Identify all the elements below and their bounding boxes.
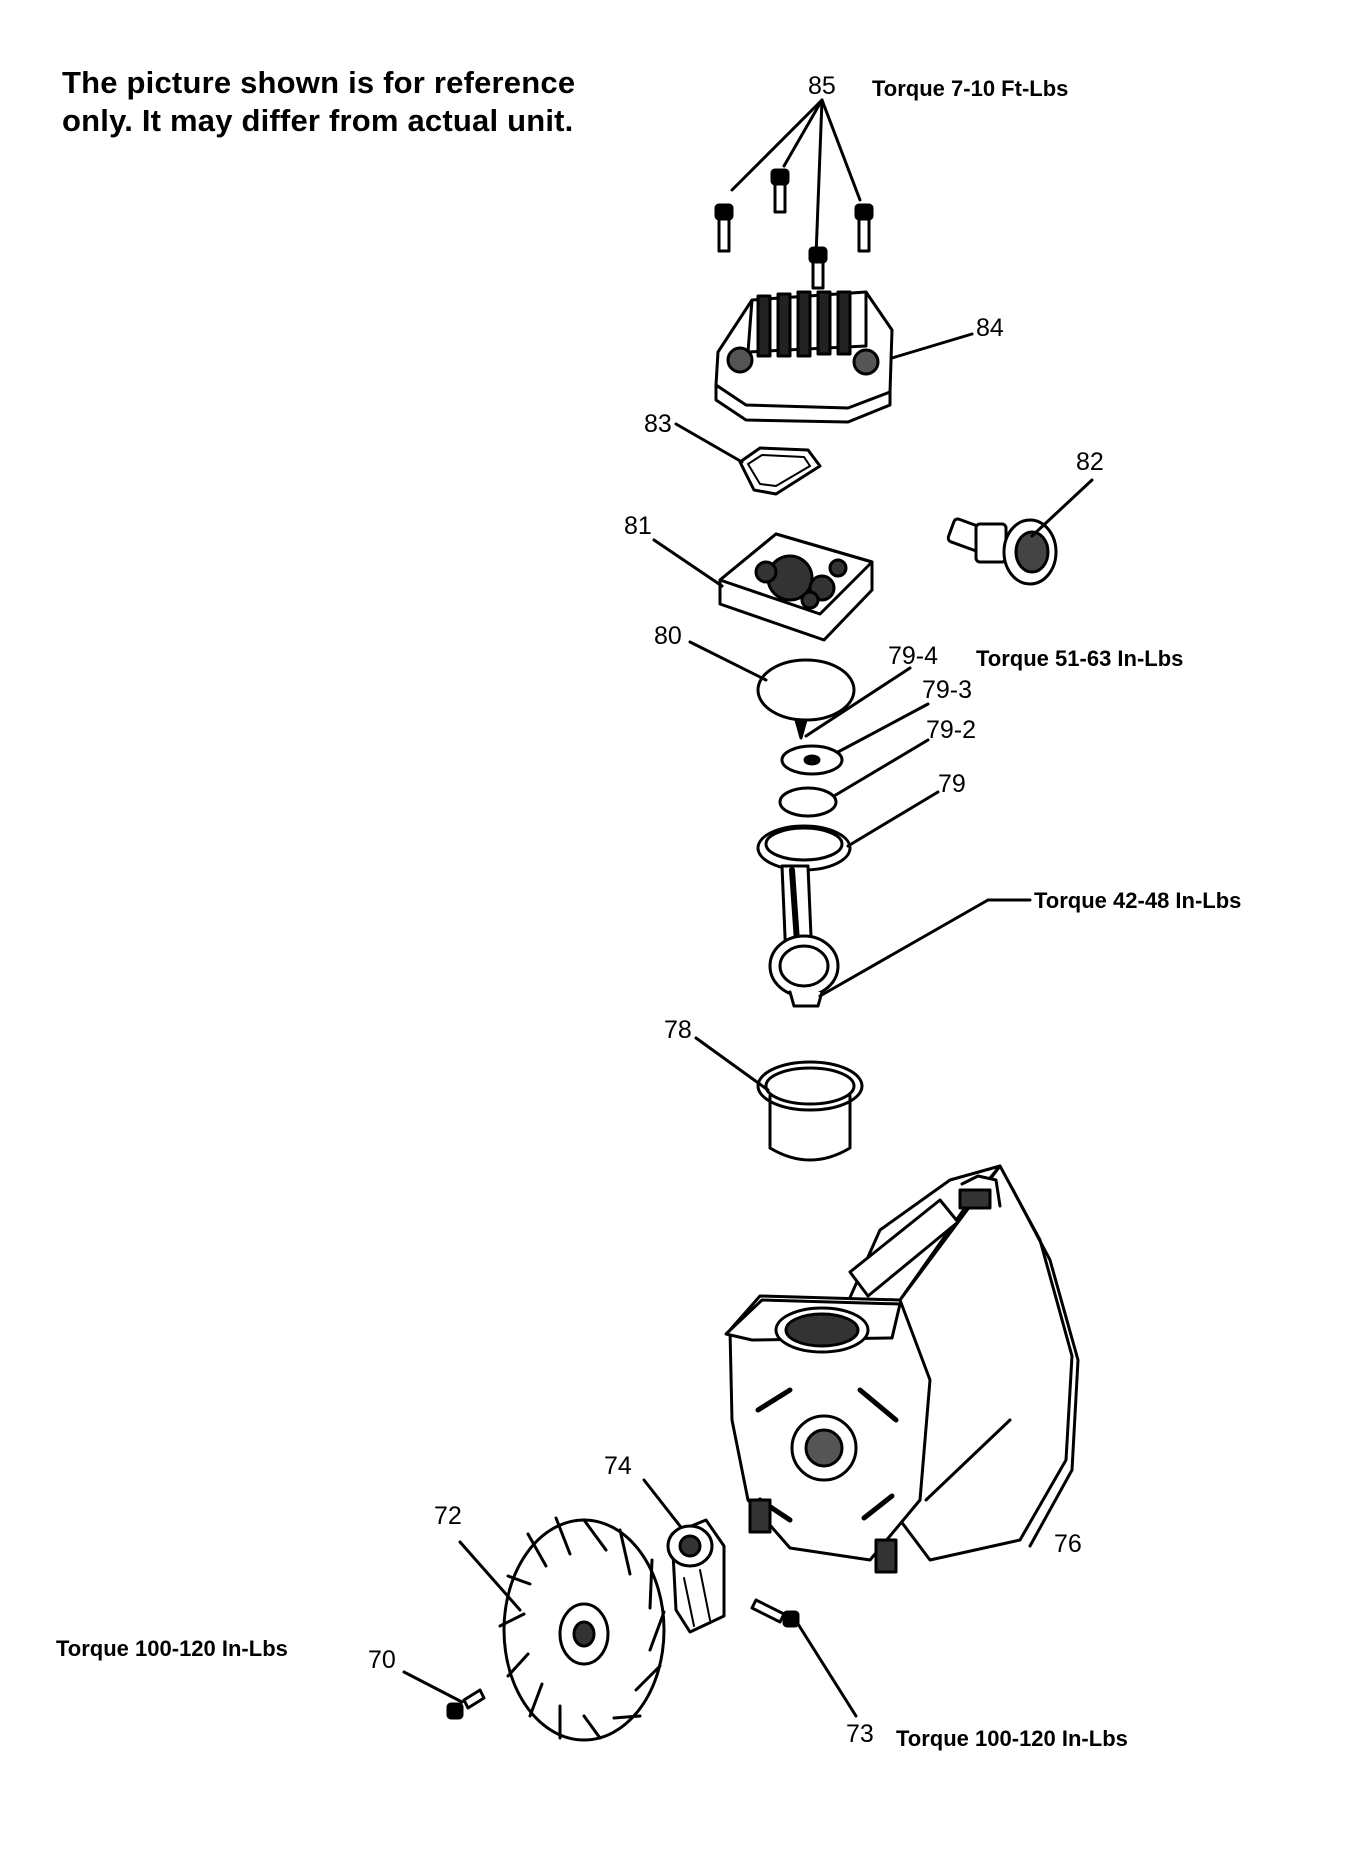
label-81: 81 [624,512,652,540]
label-83: 83 [644,410,672,438]
cylinder-sleeve-78 [694,1036,864,1162]
torque-connecting-rod: Torque 42-48 In-Lbs [1034,888,1242,913]
unloader-valve-82 [946,478,1094,586]
label-79-3: 79-3 [922,676,973,704]
valve-plate-81 [652,532,874,642]
label-72: 72 [434,1502,462,1530]
motor-crankcase-76 [724,1164,1080,1574]
torque-79-4: Torque 51-63 In-Lbs [976,646,1184,671]
label-79-4: 79-4 [888,642,939,670]
piston-parts-79 [756,666,940,872]
cooling-fan-72 [458,1516,666,1742]
label-78: 78 [664,1016,692,1044]
connecting-rod [768,864,1032,1008]
cylinder-head-84 [714,290,974,424]
bolt-73 [750,1598,858,1718]
bearing-bracket-74 [642,1478,726,1634]
torque-85: Torque 7-10 Ft-Lbs [872,76,1069,101]
label-80: 80 [654,622,682,650]
reference-note: The picture shown is for reference only.… [62,64,575,140]
label-82: 82 [1076,448,1104,476]
label-84: 84 [976,314,1004,342]
label-79-2: 79-2 [926,716,977,744]
label-85: 85 [808,72,836,100]
fan-bolt-70 [402,1670,486,1720]
o-ring-80 [688,640,856,722]
reference-note-line-1: The picture shown is for reference [62,65,576,100]
label-73: 73 [846,1720,874,1748]
head-bolts-85 [714,98,874,290]
label-76: 76 [1054,1530,1082,1558]
reference-note-line-2: only. It may differ from actual unit. [62,103,574,138]
label-70: 70 [368,1646,396,1674]
torque-73: Torque 100-120 In-Lbs [896,1726,1128,1751]
label-74: 74 [604,1452,632,1480]
torque-fan: Torque 100-120 In-Lbs [56,1636,288,1661]
label-79: 79 [938,770,966,798]
gasket-83 [674,422,822,496]
